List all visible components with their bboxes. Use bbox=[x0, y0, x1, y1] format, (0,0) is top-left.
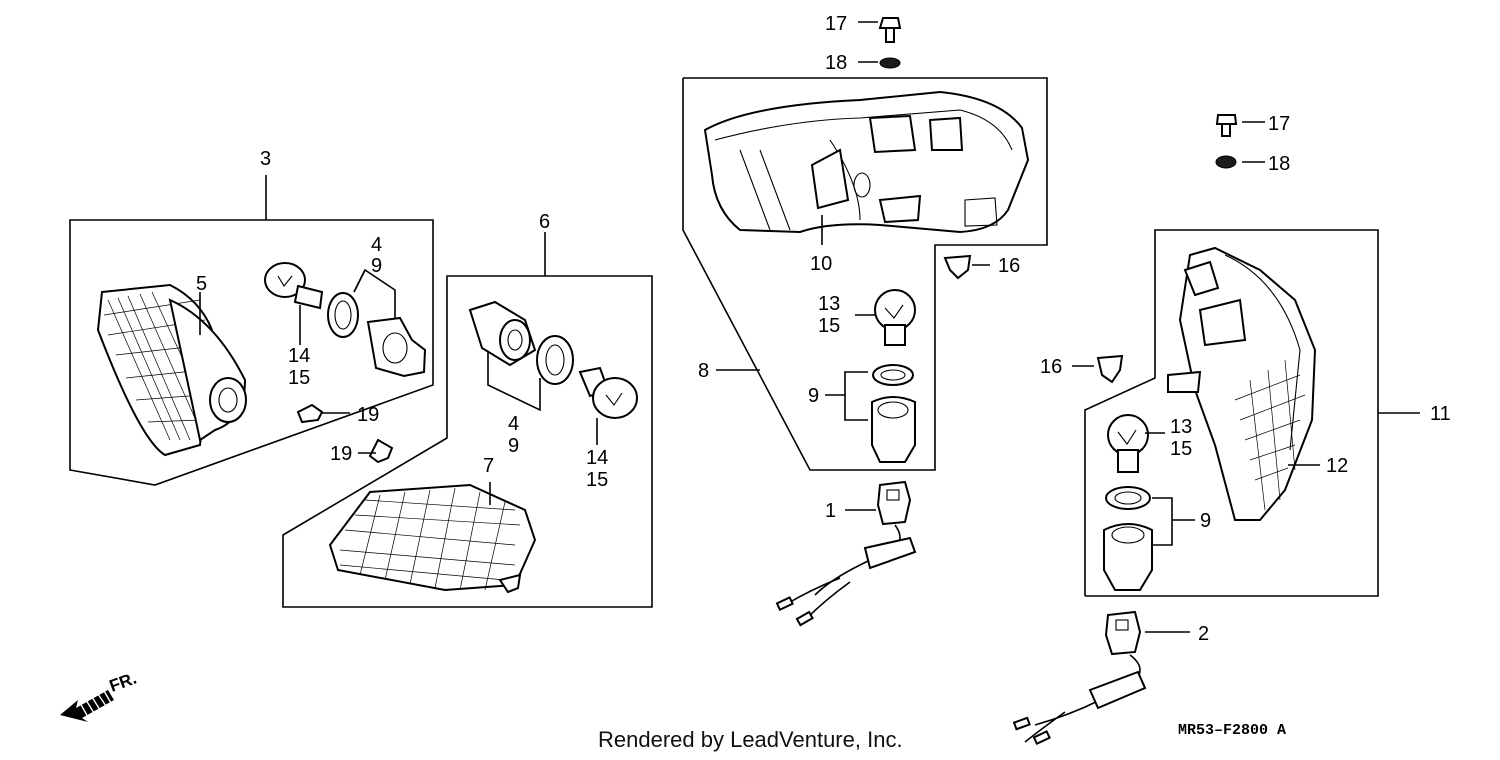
lens-12 bbox=[1167, 246, 1317, 521]
callout-c13b: 13 bbox=[1170, 416, 1192, 438]
callout-c12: 12 bbox=[1326, 455, 1348, 477]
assembly-6-frame bbox=[282, 232, 653, 608]
callout-labels: 17 18 17 18 3 6 5 4 9 14 15 19 19 4 9 14… bbox=[196, 13, 1451, 645]
front-arrow-icon bbox=[60, 690, 114, 722]
socket-4-center bbox=[468, 300, 537, 367]
callout-c18b: 18 bbox=[1268, 153, 1290, 175]
callout-c13a: 13 bbox=[818, 293, 840, 315]
callout-c3: 3 bbox=[260, 148, 271, 170]
callout-c8: 8 bbox=[698, 360, 709, 382]
assembly-8-frame bbox=[682, 77, 1048, 471]
washer-18-top bbox=[858, 57, 901, 69]
callout-c11: 11 bbox=[1430, 403, 1451, 425]
bulb-13-15-right bbox=[1107, 414, 1165, 473]
bulb-13-15-top bbox=[855, 289, 916, 346]
callout-c15a: 15 bbox=[288, 367, 310, 389]
gasket-9-top bbox=[872, 364, 914, 386]
footer-credit: Rendered by LeadVenture, Inc. bbox=[598, 727, 903, 752]
gasket-9-right bbox=[1105, 486, 1151, 510]
callout-c7: 7 bbox=[483, 455, 494, 477]
callout-c4b: 4 bbox=[508, 413, 519, 435]
callout-c16b: 16 bbox=[1040, 356, 1062, 378]
callout-c5: 5 bbox=[196, 273, 207, 295]
diagram-code: MR53–F2800 A bbox=[1178, 722, 1287, 739]
harness-1 bbox=[775, 480, 917, 627]
callout-c15b: 15 bbox=[586, 469, 608, 491]
harness-2 bbox=[1012, 610, 1190, 746]
lens-7 bbox=[328, 483, 537, 594]
grommet-16-right bbox=[1072, 354, 1124, 384]
callout-c9c: 9 bbox=[808, 385, 819, 407]
gasket-9-left bbox=[327, 292, 359, 338]
callout-c14b: 14 bbox=[586, 447, 608, 469]
callout-c10: 10 bbox=[810, 253, 832, 275]
front-marker-label: FR. bbox=[107, 669, 139, 696]
callout-c14a: 14 bbox=[288, 345, 310, 367]
grommet-16-top bbox=[943, 254, 990, 280]
washer-18-right bbox=[1215, 155, 1265, 169]
assembly-3-frame bbox=[69, 175, 434, 486]
callout-c15c: 15 bbox=[818, 315, 840, 337]
screw-17-top bbox=[858, 17, 902, 43]
screw-19-a bbox=[296, 403, 350, 424]
lens-5 bbox=[96, 283, 247, 457]
screw-19-b bbox=[358, 438, 394, 464]
callout-c9a: 9 bbox=[371, 255, 382, 277]
callout-c4a: 4 bbox=[371, 234, 382, 256]
callout-c2: 2 bbox=[1198, 623, 1209, 645]
bulb-14-15-center bbox=[578, 366, 638, 445]
assembly-11-frame bbox=[1084, 229, 1379, 597]
housing-10 bbox=[703, 90, 1030, 234]
callout-c19b: 19 bbox=[330, 443, 352, 465]
callout-c9b: 9 bbox=[508, 435, 519, 457]
callout-c17b: 17 bbox=[1268, 113, 1290, 135]
socket-9-top bbox=[871, 396, 916, 463]
callout-c15d: 15 bbox=[1170, 438, 1192, 460]
screw-17-right bbox=[1215, 114, 1265, 137]
bulb-14-15-left bbox=[264, 262, 324, 345]
socket-9-right bbox=[1103, 523, 1153, 591]
callout-c1: 1 bbox=[825, 500, 836, 522]
socket-4-left bbox=[366, 316, 427, 378]
callout-c18a: 18 bbox=[825, 52, 847, 74]
callout-c16a: 16 bbox=[998, 255, 1020, 277]
callout-c17a: 17 bbox=[825, 13, 847, 35]
callout-c9d: 9 bbox=[1200, 510, 1211, 532]
callout-c19a: 19 bbox=[357, 404, 379, 426]
gasket-9-center bbox=[536, 335, 574, 385]
callout-c6: 6 bbox=[539, 211, 550, 233]
